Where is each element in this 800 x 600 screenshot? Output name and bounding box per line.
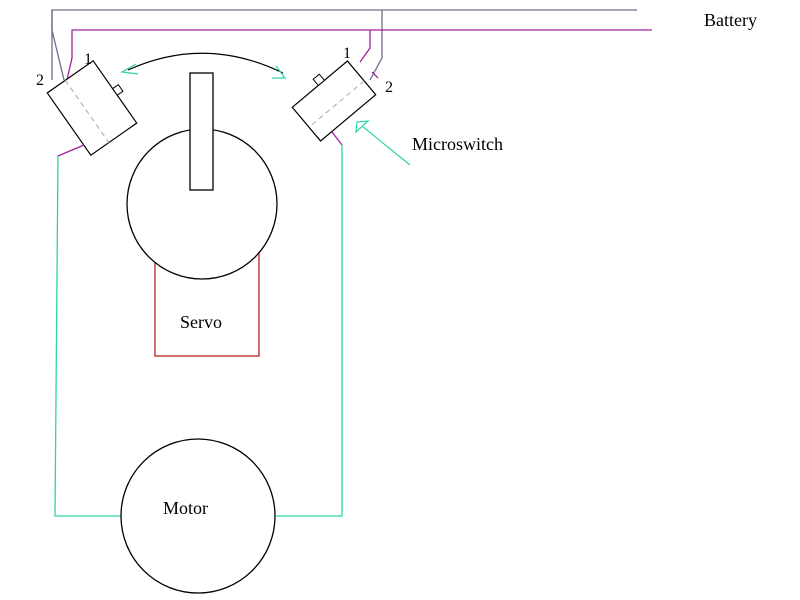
microswitch-label: Microswitch <box>412 134 503 154</box>
battery-wire-gray <box>51 10 65 81</box>
motor-wire-left <box>54 155 122 517</box>
microswitch-pointer-arrow-icon <box>355 120 370 134</box>
right-switch-pin-2-label: 2 <box>385 79 393 96</box>
battery-wire-magenta <box>65 29 652 85</box>
motor-label: Motor <box>163 498 208 518</box>
battery-label: Battery <box>704 10 757 30</box>
left-switch-pin-2-label: 2 <box>36 72 44 89</box>
battery-wire-gray-path <box>51 9 637 81</box>
right-switch-lead-magenta <box>331 131 343 146</box>
microswitch-pointer-line <box>356 121 411 166</box>
servo-horn-arm <box>189 72 214 191</box>
swing-arrow-left-icon <box>120 63 139 75</box>
left-switch-lead-magenta <box>57 144 85 157</box>
swing-arc <box>127 52 284 74</box>
right-switch-pin-1-label: 1 <box>343 45 351 62</box>
left-microswitch <box>46 59 138 157</box>
left-switch-pin-1-label: 1 <box>84 51 92 68</box>
right-microswitch <box>291 60 377 142</box>
swing-arrow-right-icon <box>272 65 287 79</box>
servo-label: Servo <box>180 312 222 332</box>
motor-wire-right <box>276 145 343 517</box>
motor-body <box>120 438 276 594</box>
